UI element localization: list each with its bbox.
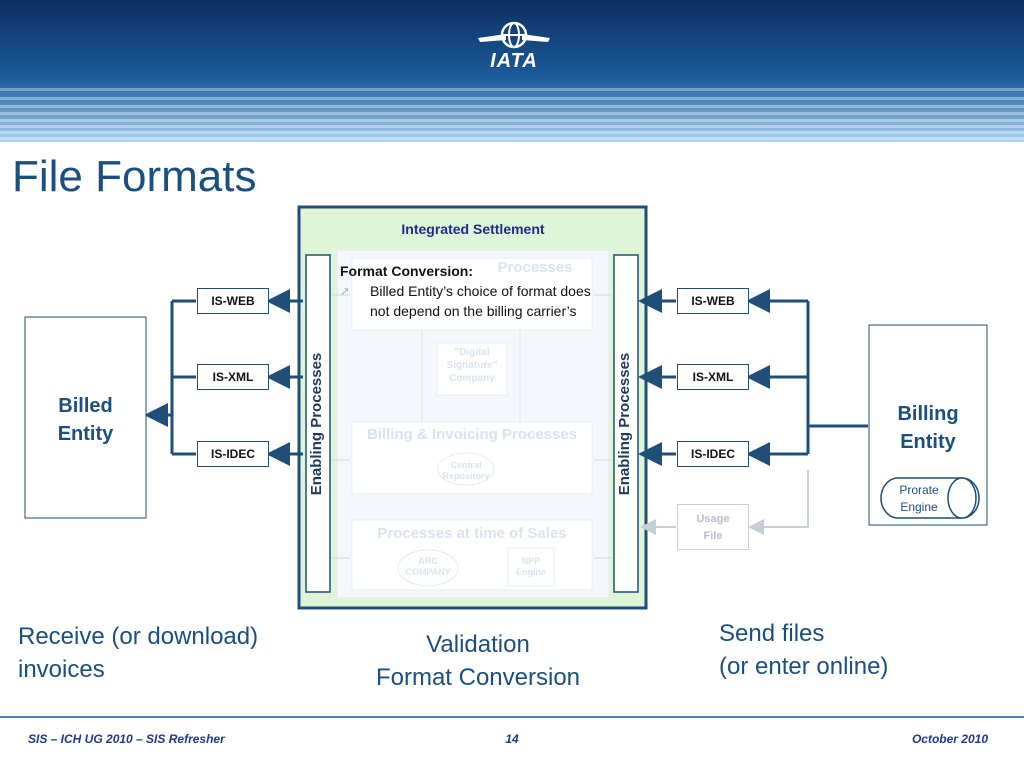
caption-send-files: Send files (or enter online) xyxy=(719,617,888,683)
faded-arc-company: ARC COMPANY xyxy=(405,556,451,577)
caption-validation-line2: Format Conversion xyxy=(375,664,581,691)
enabling-processes-right-label: Enabling Processes xyxy=(616,352,633,496)
left-format-is-idec: IS-IDEC xyxy=(197,441,269,467)
faded-processes-label: Processes xyxy=(497,259,573,276)
billing-entity-line1: Billing xyxy=(897,403,959,425)
billing-entity-line2: Entity xyxy=(900,431,956,453)
footer-divider xyxy=(0,716,1024,718)
right-format-is-web: IS-WEB xyxy=(677,288,749,314)
prorate-engine-line1: Prorate xyxy=(899,483,939,497)
iata-globe-icon xyxy=(478,21,550,49)
enabling-processes-left-label: Enabling Processes xyxy=(308,352,325,496)
enabling-bar-left xyxy=(305,254,331,593)
callout-bullet-text: Billed Entity’s choice of format does no… xyxy=(370,283,591,319)
caption-receive-line1: Receive (or download) xyxy=(18,623,259,650)
billed-entity-label: Billed Entity xyxy=(25,392,146,448)
iata-logo-text: IATA xyxy=(490,50,538,72)
billed-entity-line1: Billed xyxy=(58,395,113,417)
format-conversion-callout: Format Conversion: ➚ Billed Entity’s cho… xyxy=(340,261,600,321)
bullet-arrow-icon: ➚ xyxy=(340,284,351,298)
faded-npp-engine: NPP Engine xyxy=(515,556,546,577)
left-format-is-web: IS-WEB xyxy=(197,288,269,314)
integrated-settlement-title: Integrated Settlement xyxy=(401,221,545,237)
caption-receive: Receive (or download) invoices xyxy=(18,620,258,686)
faded-time-of-sales: Processes at time of Sales xyxy=(377,525,567,542)
caption-send-line1: Send files xyxy=(719,620,825,647)
usage-file-line1: Usage xyxy=(696,513,730,525)
caption-validation: Validation Format Conversion xyxy=(340,628,616,694)
caption-send-line2: (or enter online) xyxy=(719,653,889,680)
caption-validation-line1: Validation xyxy=(426,631,530,658)
faded-central-repository: Central Repository xyxy=(442,460,490,481)
footer-date: October 2010 xyxy=(911,732,988,746)
right-format-is-idec: IS-IDEC xyxy=(677,441,749,467)
usage-file-box: Usage File xyxy=(677,504,749,550)
usage-file-line2: File xyxy=(703,530,723,542)
faded-digital-signature: "Digital Signature" Company xyxy=(446,347,498,384)
billed-entity-line2: Entity xyxy=(57,423,114,445)
callout-bullet: ➚ Billed Entity’s choice of format does … xyxy=(340,281,600,321)
footer-left-text: SIS – ICH UG 2010 – SIS Refresher xyxy=(28,732,225,746)
prorate-engine-line2: Engine xyxy=(900,500,938,514)
prorate-engine-label: Prorate Engine xyxy=(883,482,955,516)
callout-heading: Format Conversion: xyxy=(340,263,474,279)
billing-entity-label: Billing Entity xyxy=(869,400,987,456)
billed-entity-box xyxy=(24,316,147,519)
footer-page-number: 14 xyxy=(505,732,519,746)
page-title: File Formats xyxy=(12,152,257,201)
faded-billing-invoicing: Billing & Invoicing Processes xyxy=(366,426,578,443)
enabling-bar-right xyxy=(613,254,639,593)
caption-receive-line2: invoices xyxy=(18,656,105,683)
left-format-is-xml: IS-XML xyxy=(197,364,269,390)
right-format-is-xml: IS-XML xyxy=(677,364,749,390)
